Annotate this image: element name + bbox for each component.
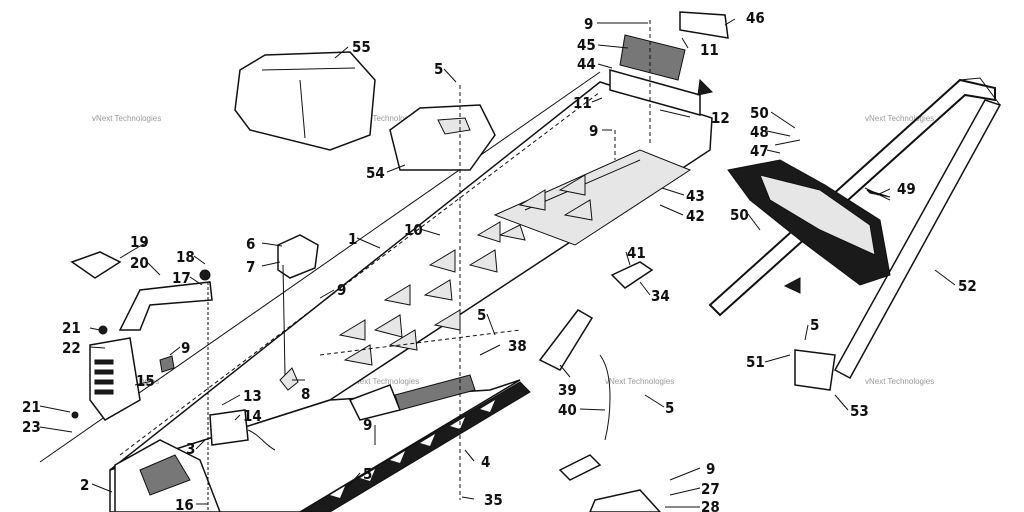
callout-4: 4: [481, 453, 490, 471]
callout-18: 18: [176, 248, 195, 266]
callout-19: 19: [130, 233, 149, 251]
callout-5: 5: [810, 316, 819, 334]
callout-9: 9: [181, 339, 190, 357]
callout-49: 49: [897, 180, 916, 198]
callout-16: 16: [175, 496, 194, 512]
tunnel-assembly: [39, 71, 713, 512]
callout-15: 15: [136, 372, 155, 390]
callout-41: 41: [627, 244, 646, 262]
callout-27: 27: [701, 480, 720, 498]
callout-11: 11: [700, 41, 719, 59]
callout-39: 39: [558, 381, 577, 399]
callout-9: 9: [706, 460, 715, 478]
callout-34: 34: [651, 287, 670, 305]
callout-2: 2: [80, 476, 89, 494]
watermark: vNext Technologies: [605, 377, 674, 386]
callout-50: 50: [730, 206, 749, 224]
watermark: vNext Technologies: [350, 114, 419, 123]
callout-20: 20: [130, 254, 149, 272]
callout-5: 5: [477, 306, 486, 324]
callout-22: 22: [62, 339, 81, 357]
callout-21: 21: [22, 398, 41, 416]
callout-5: 5: [665, 399, 674, 417]
callout-53: 53: [850, 402, 869, 420]
callout-42: 42: [686, 207, 705, 225]
leader-lines: [39, 18, 956, 508]
callout-55: 55: [352, 38, 371, 56]
callout-21: 21: [62, 319, 81, 337]
callout-35: 35: [484, 491, 503, 509]
callout-23: 23: [22, 418, 41, 436]
callout-54: 54: [366, 164, 385, 182]
callout-1: 1: [348, 230, 357, 248]
callout-47: 47: [750, 142, 769, 160]
callout-12: 12: [711, 109, 730, 127]
callout-44: 44: [577, 55, 596, 73]
callout-5: 5: [363, 465, 372, 483]
callout-43: 43: [686, 187, 705, 205]
left-parts: [70, 251, 276, 512]
callout-11: 11: [573, 94, 592, 112]
callout-13: 13: [243, 387, 262, 405]
callout-28: 28: [701, 498, 720, 512]
callout-9: 9: [584, 15, 593, 33]
callout-45: 45: [577, 36, 596, 54]
callout-52: 52: [958, 277, 977, 295]
callout-7: 7: [246, 258, 255, 276]
callout-5: 5: [434, 60, 443, 78]
watermark: vNext Technologies: [350, 377, 419, 386]
callout-14: 14: [243, 407, 262, 425]
callout-10: 10: [404, 221, 423, 239]
watermark: vNext Technologies: [92, 114, 161, 123]
callout-9: 9: [337, 281, 346, 299]
callout-46: 46: [746, 9, 765, 27]
callout-17: 17: [172, 269, 191, 287]
rear-bumper: [697, 77, 1002, 391]
watermark: vNext Technologies: [865, 377, 934, 386]
rear-bracket: [609, 11, 729, 116]
callout-38: 38: [508, 337, 527, 355]
callout-9: 9: [589, 122, 598, 140]
callout-40: 40: [558, 401, 577, 419]
mid-parts: [277, 20, 662, 512]
callout-50: 50: [750, 104, 769, 122]
callout-9: 9: [363, 416, 372, 434]
watermark: vNext Technologies: [865, 114, 934, 123]
callout-6: 6: [246, 235, 255, 253]
callout-51: 51: [746, 353, 765, 371]
callout-48: 48: [750, 123, 769, 141]
callout-3: 3: [186, 440, 195, 458]
cargo-bag: [234, 51, 496, 171]
callout-labels: 46 9 45 44 11 55 5 11 12 9 54 50 48 47 4…: [22, 9, 977, 512]
callout-8: 8: [301, 385, 310, 403]
